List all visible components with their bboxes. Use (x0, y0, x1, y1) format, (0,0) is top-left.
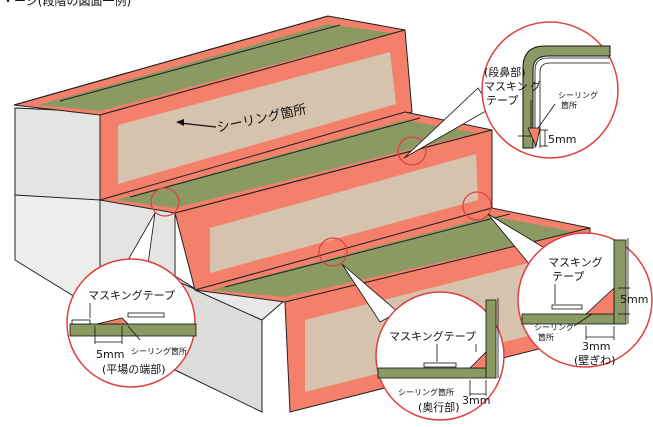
nose-masking-1: マスキン (484, 80, 528, 93)
nose-sealing-1: シーリング (558, 90, 598, 100)
callout-markers (150, 136, 492, 267)
detail-wall (517, 232, 653, 368)
detail-flat (66, 258, 197, 388)
wall-sealing-2: 箇所 (538, 332, 554, 342)
nose-masking-2: グ (530, 79, 541, 93)
back-caption: (奥行部) (418, 400, 460, 414)
flat-caption: (平場の端部) (102, 362, 166, 376)
back-dim: 3mm (462, 394, 490, 407)
callout-leaders (127, 87, 549, 323)
detail-back (375, 291, 505, 421)
nose-masking-3: テープ (486, 94, 518, 107)
nose-sealing-2: 箇所 (561, 100, 577, 110)
wall-dim-v: 5mm (620, 293, 648, 306)
back-sealing: シーリング箇所 (398, 387, 454, 397)
header-fragment: ・ージ(段階の図面一例) (2, 0, 131, 8)
step-top (13, 15, 413, 201)
detail-nose (481, 21, 619, 159)
wall-masking-1: マスキング (548, 255, 603, 269)
flat-dim: 5mm (96, 348, 124, 361)
wall-sealing-1: シーリング (534, 322, 574, 332)
flat-sealing: シーリング箇所 (131, 346, 187, 356)
nose-title: (段鼻部) (484, 65, 526, 79)
wall-dim-h: 3mm (582, 340, 610, 353)
back-masking: マスキングテープ (389, 329, 476, 343)
flat-masking: マスキングテープ (88, 288, 175, 302)
main-sealing-arrow (176, 119, 217, 128)
wall-masking-2: テープ (552, 270, 584, 283)
wall-caption: (壁ぎわ) (574, 353, 616, 367)
nose-dim: 5mm (548, 133, 576, 146)
